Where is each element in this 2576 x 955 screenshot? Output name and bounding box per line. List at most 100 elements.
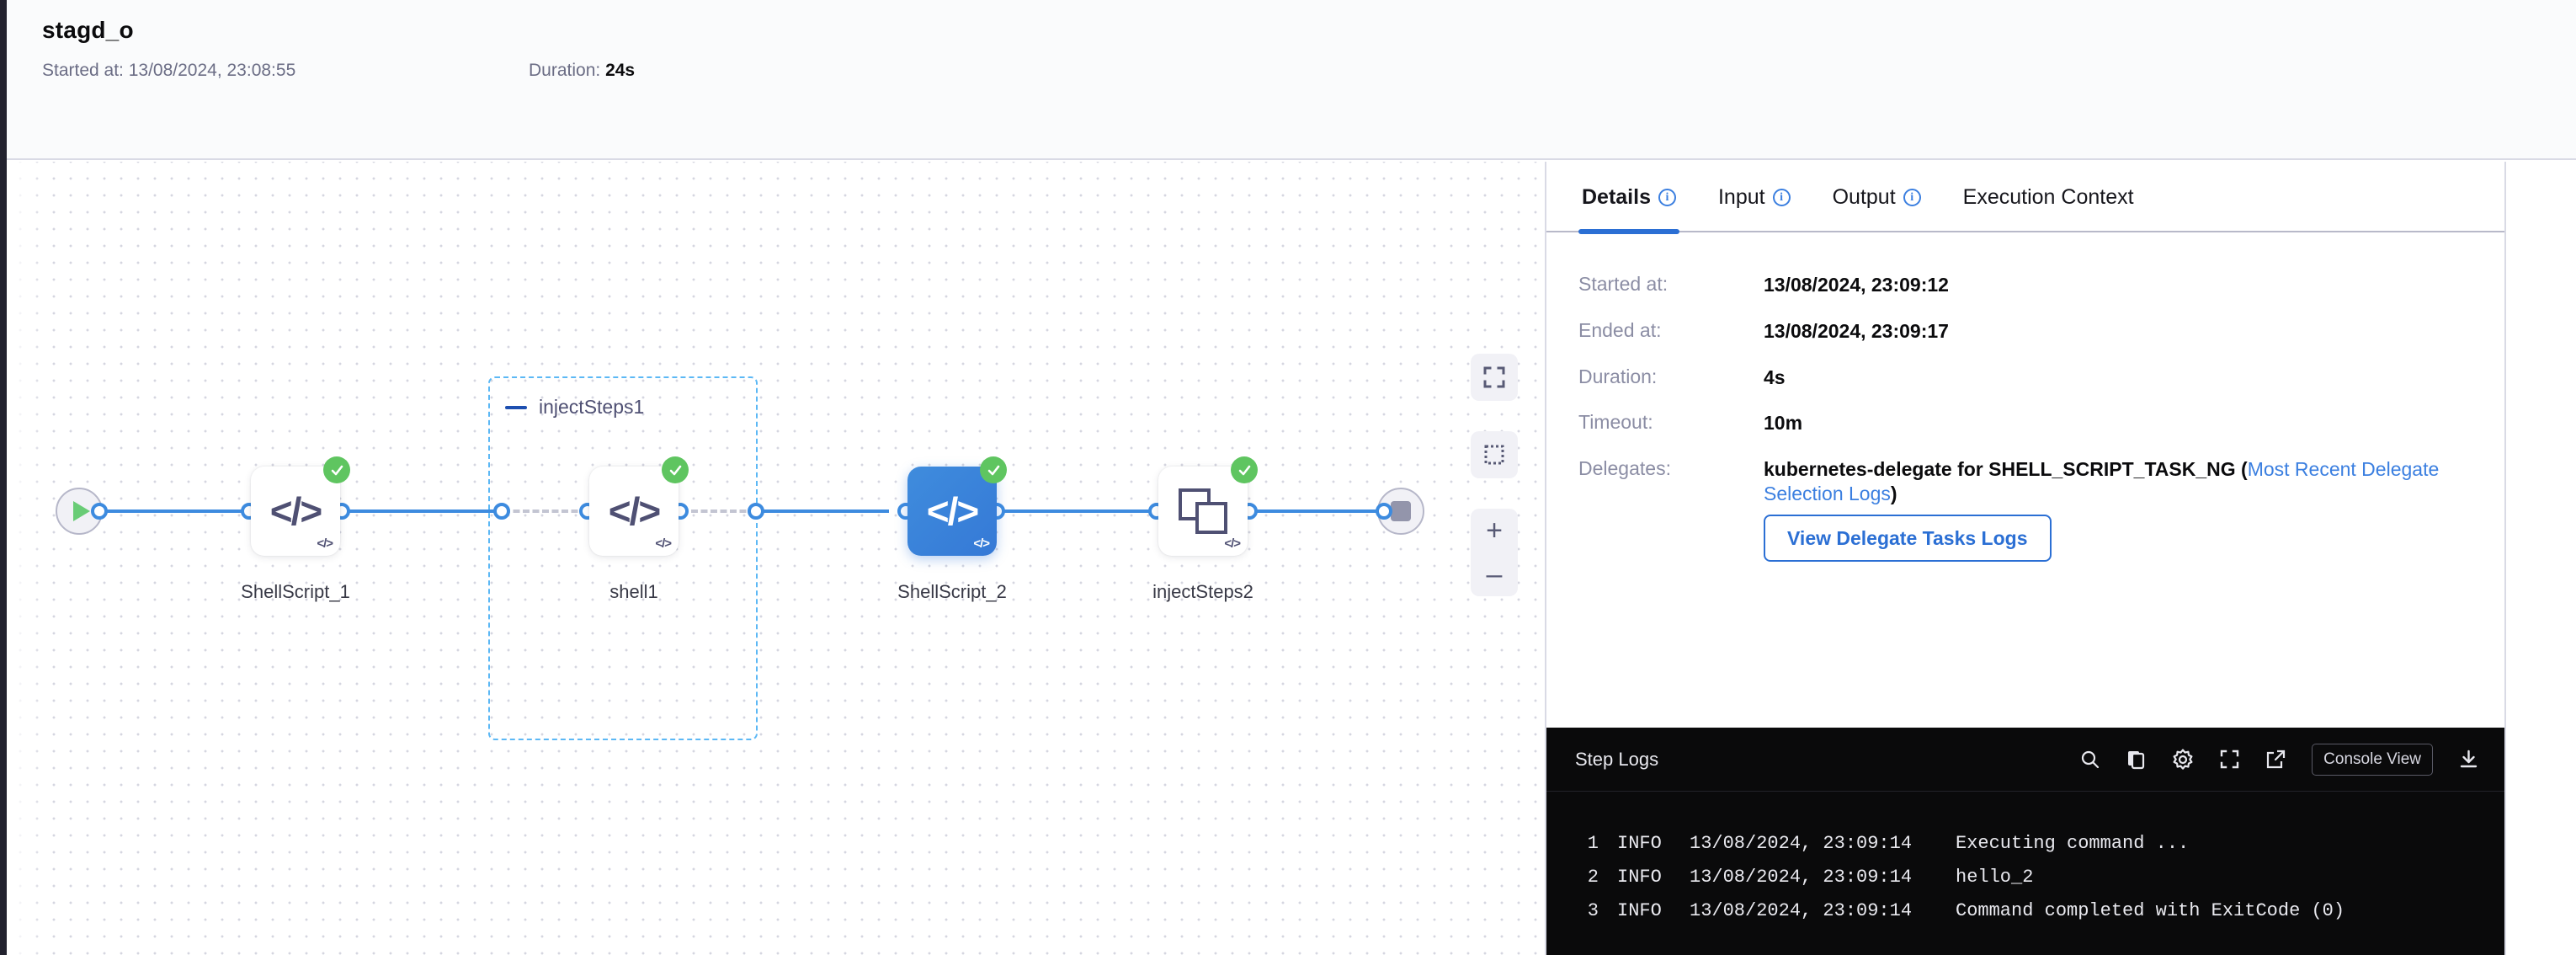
external-link-icon[interactable]: [2265, 749, 2286, 770]
status-success-icon: [323, 456, 350, 483]
end-node[interactable]: [1377, 488, 1424, 535]
node-label-injectsteps2: injectSteps2: [1152, 581, 1253, 602]
detail-key: Delegates:: [1578, 457, 1671, 479]
detail-key: Duration:: [1578, 365, 1658, 387]
page-title: stagd_o: [42, 17, 134, 43]
port-start-out[interactable]: [91, 503, 108, 520]
node-shellscript1[interactable]: </> </>: [251, 456, 350, 556]
collapse-icon[interactable]: [505, 405, 527, 409]
status-success-icon: [980, 456, 1007, 483]
status-success-icon: [662, 456, 689, 483]
search-icon[interactable]: [2079, 749, 2100, 770]
tab-label: Input: [1717, 185, 1765, 209]
log-message: Executing command ...: [1956, 833, 2190, 854]
started-at-value: 13/08/2024, 23:08:55: [128, 61, 296, 80]
node-type-icon: </>: [1224, 536, 1241, 551]
info-icon[interactable]: i: [1658, 188, 1676, 206]
node-label-shellscript1: ShellScript_1: [241, 581, 350, 602]
started-at-meta: Started at: 13/08/2024, 23:08:55: [42, 61, 295, 81]
node-shell1[interactable]: </> </>: [589, 456, 689, 556]
console-view-button[interactable]: Console View: [2312, 743, 2433, 776]
log-line-number: 1: [1587, 833, 1599, 854]
tab-output[interactable]: Output i: [1829, 162, 1924, 232]
node-shellscript2[interactable]: </> </>: [907, 456, 1007, 556]
port-group-out[interactable]: [748, 503, 764, 520]
edge-shellscript2-to-injectsteps2: [997, 510, 1157, 513]
detail-tabs[interactable]: Details i Input i Output i Execution Con…: [1546, 162, 2504, 234]
app-chrome-strip: [0, 0, 7, 955]
edge-group-in-dashed: [503, 510, 588, 513]
log-level: INFO: [1617, 900, 1662, 921]
detail-row-duration: Duration: 4s: [1578, 365, 2472, 390]
log-message: Command completed with ExitCode (0): [1956, 900, 2345, 921]
log-level: INFO: [1617, 833, 1662, 854]
port-group-in[interactable]: [493, 503, 510, 520]
detail-value: kubernetes-delegate for SHELL_SCRIPT_TAS…: [1764, 457, 2472, 563]
view-delegate-tasks-logs-button[interactable]: View Delegate Tasks Logs: [1764, 514, 2052, 563]
tab-label: Details: [1582, 185, 1651, 209]
log-line-list[interactable]: 1 INFO 13/08/2024, 23:09:14 Executing co…: [1546, 792, 2506, 928]
edge-start-to-shellscript1: [99, 510, 276, 513]
zoom-controls[interactable]: + –: [1471, 509, 1518, 596]
log-line: 2 INFO 13/08/2024, 23:09:14 hello_2: [1546, 861, 2506, 894]
step-detail-panel: Details i Input i Output i Execution Con…: [1545, 162, 2506, 955]
fullscreen-icon[interactable]: [2219, 749, 2240, 770]
step-group-header[interactable]: injectSteps1: [505, 396, 644, 419]
tab-details[interactable]: Details i: [1578, 162, 1679, 234]
step-logs-panel: Step Logs: [1546, 728, 2506, 955]
copy-icon[interactable]: [2126, 749, 2147, 770]
detail-value: 10m: [1764, 412, 1803, 435]
detail-row-delegates: Delegates: kubernetes-delegate for SHELL…: [1578, 457, 2472, 563]
pipeline-canvas[interactable]: injectSteps1 </> </>: [7, 162, 1545, 955]
port-end-in[interactable]: [1376, 503, 1392, 520]
log-line: 1 INFO 13/08/2024, 23:09:14 Executing co…: [1546, 827, 2506, 861]
zoom-in-button[interactable]: +: [1486, 515, 1503, 547]
detail-row-ended-at: Ended at: 13/08/2024, 23:09:17: [1578, 319, 2472, 344]
fit-to-screen-button[interactable]: [1471, 354, 1518, 401]
zoom-out-button[interactable]: –: [1486, 558, 1503, 590]
step-group-label: injectSteps1: [539, 396, 645, 418]
tab-label: Execution Context: [1962, 185, 2134, 209]
detail-key: Timeout:: [1578, 411, 1653, 434]
log-timestamp: 13/08/2024, 23:09:14: [1690, 900, 1913, 921]
node-type-icon: </>: [655, 536, 672, 551]
execution-header: stagd_o Started at: 13/08/2024, 23:08:55…: [7, 0, 2576, 160]
log-timestamp: 13/08/2024, 23:09:14: [1690, 867, 1913, 888]
play-icon: [73, 501, 90, 521]
code-icon: </>: [608, 489, 661, 533]
gear-icon[interactable]: [2172, 749, 2194, 771]
selection-box-button[interactable]: [1471, 431, 1518, 478]
step-logs-tools[interactable]: Console View: [2079, 743, 2479, 776]
duration-label: Duration:: [529, 61, 601, 80]
step-logs-toolbar: Step Logs: [1546, 728, 2506, 792]
duration-meta: Duration: 24s: [529, 61, 635, 81]
tab-label: Output: [1832, 185, 1896, 209]
info-icon[interactable]: i: [1772, 188, 1791, 206]
log-line-number: 3: [1587, 900, 1599, 921]
canvas-left-fade: [7, 162, 45, 955]
step-group-injectsteps1[interactable]: [488, 376, 758, 740]
tab-execution-context[interactable]: Execution Context: [1960, 162, 2137, 232]
download-icon[interactable]: [2458, 749, 2479, 770]
duration-value: 24s: [605, 61, 636, 80]
delegate-selection-logs-link[interactable]: Most Recent Delegate Selection Logs: [1764, 458, 2440, 504]
code-icon: </>: [926, 489, 979, 533]
delegate-text: kubernetes-delegate for SHELL_SCRIPT_TAS…: [1764, 458, 2248, 480]
info-icon[interactable]: i: [1903, 188, 1921, 206]
node-type-icon: </>: [317, 536, 333, 551]
log-line: 3 INFO 13/08/2024, 23:09:14 Command comp…: [1546, 894, 2506, 928]
started-at-label: Started at:: [42, 61, 124, 80]
log-level: INFO: [1617, 867, 1662, 888]
edge-injectsteps2-to-end: [1241, 510, 1384, 513]
node-type-icon: </>: [973, 536, 990, 551]
panel-right-gutter: [2504, 162, 2576, 955]
detail-row-timeout: Timeout: 10m: [1578, 411, 2472, 435]
step-group-icon: [1179, 488, 1227, 534]
detail-value: 4s: [1764, 365, 1786, 388]
detail-row-started-at: Started at: 13/08/2024, 23:09:12: [1578, 273, 2472, 297]
node-injectsteps2[interactable]: </>: [1158, 456, 1258, 556]
stop-icon: [1391, 501, 1411, 521]
tab-input[interactable]: Input i: [1715, 162, 1794, 232]
code-icon: </>: [269, 489, 322, 533]
edge-group-to-shellscript2: [754, 510, 889, 513]
